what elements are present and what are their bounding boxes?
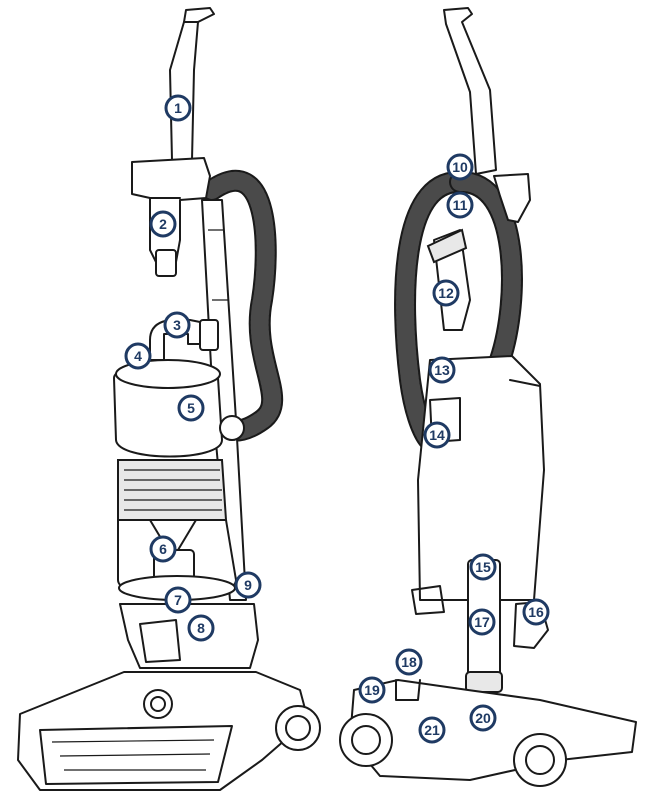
front-hose: [201, 170, 284, 442]
svg-text:16: 16: [528, 604, 544, 620]
callout-13: 13: [428, 356, 456, 384]
svg-text:15: 15: [475, 559, 491, 575]
svg-text:2: 2: [159, 216, 167, 232]
back-body: [417, 355, 545, 601]
svg-text:4: 4: [134, 348, 142, 364]
callout-18: 18: [395, 648, 423, 676]
svg-text:7: 7: [174, 592, 182, 608]
front-motor-housing: [119, 603, 259, 669]
back-base: [349, 679, 637, 781]
callout-1: 1: [164, 94, 192, 122]
svg-text:9: 9: [244, 577, 252, 593]
svg-text:19: 19: [364, 682, 380, 698]
callout-11: 11: [446, 191, 474, 219]
back-view-vacuum: [339, 7, 637, 787]
callout-21: 21: [418, 716, 446, 744]
callout-14: 14: [423, 421, 451, 449]
callout-17: 17: [468, 608, 496, 636]
back-handle: [443, 7, 497, 175]
callout-15: 15: [469, 553, 497, 581]
callout-4: 4: [124, 342, 152, 370]
svg-text:11: 11: [453, 197, 468, 213]
svg-text:8: 8: [197, 620, 205, 636]
callout-12: 12: [432, 279, 460, 307]
svg-text:13: 13: [434, 362, 450, 378]
svg-text:3: 3: [173, 317, 181, 333]
callout-16: 16: [522, 598, 550, 626]
callout-2: 2: [149, 210, 177, 238]
callout-20: 20: [469, 704, 497, 732]
front-cup-release: [199, 319, 219, 351]
callout-7: 7: [164, 586, 192, 614]
callout-6: 6: [149, 535, 177, 563]
svg-text:5: 5: [187, 400, 195, 416]
front-upper-body: [131, 157, 211, 267]
front-handle: [169, 7, 215, 161]
svg-text:14: 14: [429, 427, 445, 443]
svg-text:17: 17: [474, 614, 490, 630]
svg-text:12: 12: [438, 285, 454, 301]
svg-text:10: 10: [452, 159, 468, 175]
front-nozzle-base: [17, 671, 309, 791]
svg-text:6: 6: [159, 541, 167, 557]
callout-9: 9: [234, 571, 262, 599]
front-view-vacuum: [17, 7, 321, 791]
svg-text:18: 18: [401, 654, 417, 670]
svg-text:20: 20: [475, 710, 491, 726]
callout-19: 19: [358, 676, 386, 704]
callout-10: 10: [446, 153, 474, 181]
callout-5: 5: [177, 394, 205, 422]
back-cord-hook: [493, 173, 531, 223]
svg-text:1: 1: [174, 100, 182, 116]
svg-text:21: 21: [424, 722, 440, 738]
callout-3: 3: [163, 311, 191, 339]
callout-8: 8: [187, 614, 215, 642]
